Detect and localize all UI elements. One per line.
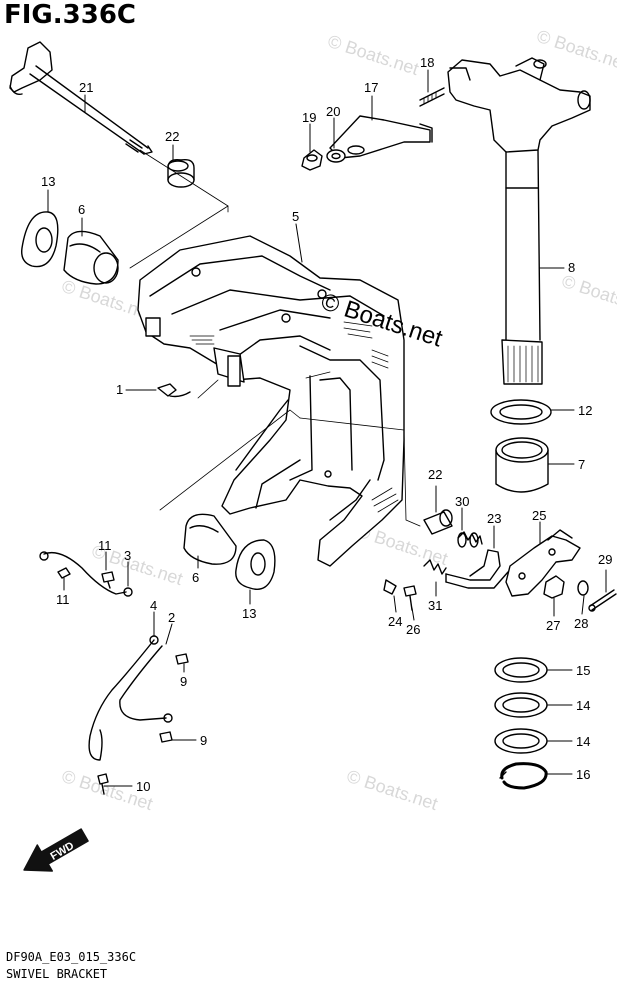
part-15-ring [494,657,548,683]
part-4-lead [88,635,159,761]
callout-22-lower: 22 [428,467,442,482]
part-6-bushing-lower [183,513,237,565]
callout-16: 16 [576,767,590,782]
callout-11-lower: 11 [56,592,70,607]
callout-5: 5 [292,209,299,224]
leader-lines [47,69,607,787]
part-6-bushing-top [63,230,119,285]
callout-28: 28 [574,616,588,631]
part-23-rod [445,549,509,589]
callout-24: 24 [388,614,402,629]
callout-2: 2 [168,610,175,625]
part-16-snap-ring [499,762,548,790]
part-9-bolt-b [159,731,173,743]
callout-22: 22 [165,129,179,144]
part-22-bushing-top [167,158,195,188]
fwd-arrow-icon [23,828,89,872]
part-14-ring-a [494,692,548,718]
callout-6-lower: 6 [192,570,199,585]
part-24-clip [383,579,397,595]
part-7-bushing [495,437,549,493]
callout-14-a: 14 [576,698,590,713]
callout-9-upper: 9 [180,674,187,689]
part-1-bolt [157,383,191,398]
callout-4: 4 [150,598,157,613]
callout-13-lower: 13 [242,606,256,621]
figure-caption: SWIVEL BRACKET [6,967,108,981]
part-17-plate [329,115,433,159]
part-22-bushing-lower [423,509,453,535]
part-25-lever [505,529,581,597]
callout-15: 15 [576,663,590,678]
part-14-ring-b [494,728,548,754]
callout-21: 21 [79,80,93,95]
part-20-washer [326,149,346,163]
callout-19: 19 [302,110,316,125]
part-21-bolt [9,41,153,155]
part-8-steering-shaft [447,57,591,385]
part-12-washer [490,399,552,425]
part-26-screw [403,585,417,611]
figure-title: FIG.336C [4,0,137,30]
part-27-nut [543,575,565,599]
callout-9-lower: 9 [200,733,207,748]
callout-20: 20 [326,104,340,119]
callout-3: 3 [124,548,131,563]
part-11-bolt-a [57,567,71,579]
callout-25: 25 [532,508,546,523]
part-9-bolt-a [175,653,189,665]
callout-23: 23 [487,511,501,526]
callout-7: 7 [578,457,585,472]
part-11-bolt-b [101,571,115,589]
part-19-nut [301,149,323,171]
callout-29: 29 [598,552,612,567]
callout-8: 8 [568,260,575,275]
part-29-pin [588,589,617,612]
part-13-washer-top [21,211,59,268]
callout-10: 10 [136,779,150,794]
callout-26: 26 [406,622,420,637]
callout-1: 1 [116,382,123,397]
callout-12: 12 [578,403,592,418]
fwd-label: FWD [49,840,77,863]
callout-30: 30 [455,494,469,509]
callout-18: 18 [420,55,434,70]
part-10-bolt [97,773,109,785]
part-18-stud [419,87,445,107]
part-28-washer [577,580,589,596]
figure-code: DF90A_E03_015_336C [6,950,137,964]
part-13-washer-lower [235,539,276,590]
callout-6: 6 [78,202,85,217]
part-30-spring [457,531,483,548]
part-31-spring [423,559,447,575]
callout-27: 27 [546,618,560,633]
callout-31: 31 [428,598,442,613]
callout-labels: 21 13 6 22 5 1 17 18 20 19 8 12 7 22 30 … [41,55,612,794]
callout-17: 17 [364,80,378,95]
callout-11-upper: 11 [98,538,112,553]
callout-13: 13 [41,174,55,189]
part-5-swivel-bracket [137,235,405,567]
part-3-lead [39,551,133,597]
guide-lines [129,149,421,527]
part-2-lead [119,645,173,723]
callout-14-b: 14 [576,734,590,749]
